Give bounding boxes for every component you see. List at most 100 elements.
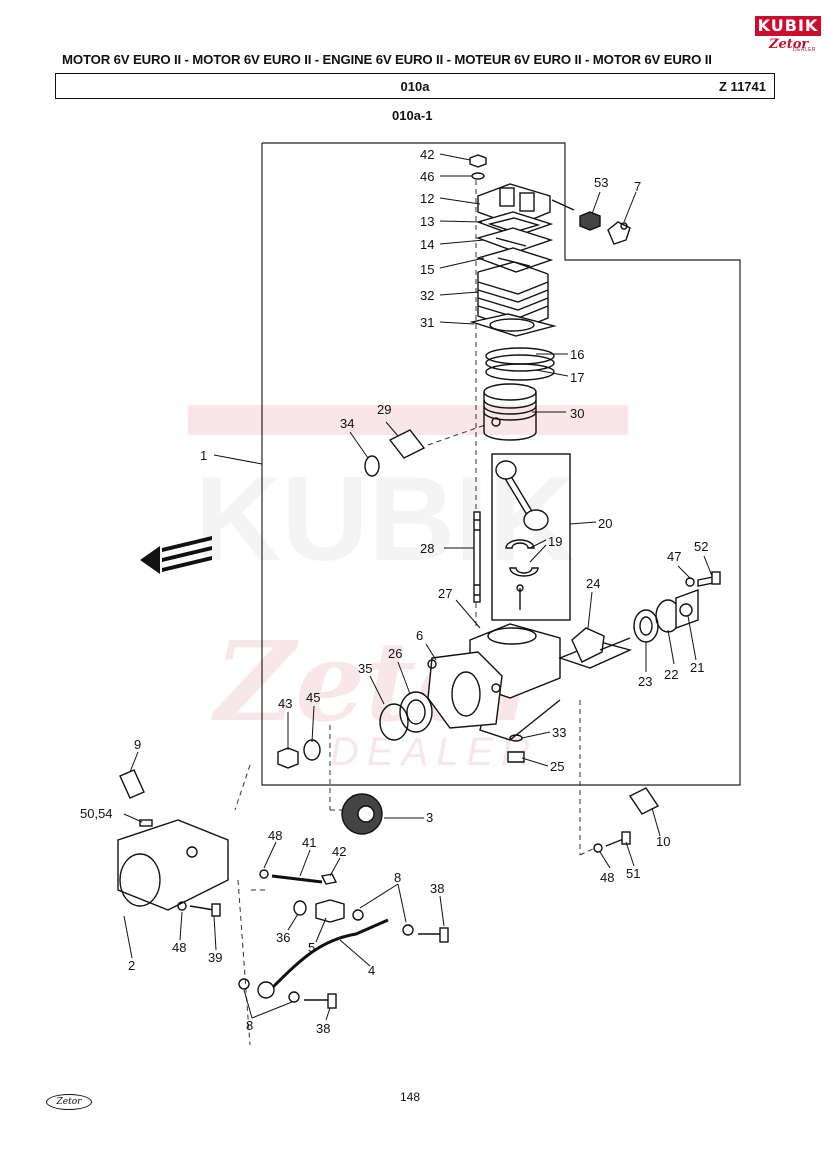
watermark-kubik: KUBIK [195,452,575,586]
callout-23: 23 [638,674,652,689]
callout-5: 5 [308,940,315,955]
washer-46 [471,172,485,180]
nut-53 [579,211,601,231]
callout-22: 22 [664,667,678,682]
callout-41: 41 [302,835,316,850]
washer-48-bottom [177,901,187,911]
nut-42-lower [320,873,338,885]
bolt-38-lower [304,993,337,1009]
banjo-eye-lower [257,981,275,999]
callout-38-upper: 38 [430,881,444,896]
washer-36 [293,900,307,916]
cover-21 [675,589,699,629]
callout-30: 30 [570,406,584,421]
callout-9: 9 [134,737,141,752]
callout-42: 42 [420,147,434,162]
callout-29: 29 [377,402,391,417]
drawing-reference: Z 11741 [719,79,766,94]
callout-6: 6 [416,628,423,643]
ring-35 [379,703,409,741]
callout-14: 14 [420,237,434,252]
fitting-10 [628,787,660,815]
callout-36: 36 [276,930,290,945]
callout-24: 24 [586,576,600,591]
zetor-logo-text: Zetor [769,37,809,52]
valve-plate-14 [475,227,554,253]
circlip-34 [364,455,380,477]
bearing-23 [633,609,659,643]
washer-48-right [593,843,603,853]
cylinder-head-12 [477,183,575,227]
piston-30 [483,383,537,441]
callout-35: 35 [358,661,372,676]
plug-25 [507,751,525,763]
callout-34: 34 [340,416,354,431]
dealer-logo-text: DEALER [793,47,817,53]
washer-48-left [259,869,269,879]
callout-38-lower: 38 [316,1021,330,1036]
callout-28: 28 [420,541,434,556]
callout-20: 20 [598,516,612,531]
callout-4: 4 [368,963,375,978]
callout-42-lower: 42 [332,844,346,859]
bolt-39 [189,903,221,917]
nut-42-top [469,154,487,168]
kubik-logo-text: KUBIK [755,16,821,36]
zetor-footer-logo: Zetor [46,1094,92,1110]
gasket-31 [469,313,557,337]
leader-lines [123,153,713,1021]
callout-25: 25 [550,759,564,774]
banjo-nut-5 [315,899,345,923]
callout-labels: 42 46 12 13 14 15 32 31 53 7 16 17 30 29… [80,147,708,1036]
callout-26: 26 [388,646,402,661]
callout-13: 13 [420,214,434,229]
callout-10: 10 [656,834,670,849]
page-number: 148 [400,1090,421,1104]
cylinder-32 [477,261,549,331]
callout-15: 15 [420,262,434,277]
callout-32: 32 [420,288,434,303]
bolt-52 [697,571,721,587]
callout-52: 52 [694,539,708,554]
subsection-code: 010a-1 [392,108,433,123]
page-header-title: MOTOR 6V EURO II - MOTOR 6V EURO II - EN… [62,52,712,67]
callout-7: 7 [634,179,641,194]
callout-39: 39 [208,950,222,965]
elbow-fitting-7 [607,221,631,245]
callout-2: 2 [128,958,135,973]
callout-8-lower: 8 [246,1018,253,1033]
pipe-4 [268,918,389,992]
section-code: 010a [400,79,430,94]
callout-50-54: 50,54 [80,806,113,821]
watermark-dealer: DEALER [330,730,538,774]
gear-3 [341,793,383,835]
direction-arrow [140,536,212,574]
callout-51: 51 [626,866,640,881]
callout-3: 3 [426,810,433,825]
guide-lines [234,180,596,1046]
callout-1: 1 [200,448,207,463]
callout-48-bottom: 48 [172,940,186,955]
nut-43 [277,747,299,769]
stud-28 [473,511,481,603]
pin-50-54 [139,819,153,827]
callout-47: 47 [667,549,681,564]
washer-47 [685,577,695,587]
washer-45 [303,739,321,761]
callout-31: 31 [420,315,434,330]
kubik-zetor-logo: KUBIK Zetor DEALER [755,16,821,53]
callout-46: 46 [420,169,434,184]
fitting-9 [119,769,145,799]
callout-53: 53 [594,175,608,190]
callout-8-upper: 8 [394,870,401,885]
callout-12: 12 [420,191,434,206]
callout-33: 33 [552,725,566,740]
flange-housing-2 [117,819,229,911]
piston-rings [485,347,555,381]
callout-48: 48 [268,828,282,843]
washers-8-lower [238,978,300,1003]
callout-16: 16 [570,347,584,362]
callout-43: 43 [278,696,292,711]
callout-45: 45 [306,690,320,705]
